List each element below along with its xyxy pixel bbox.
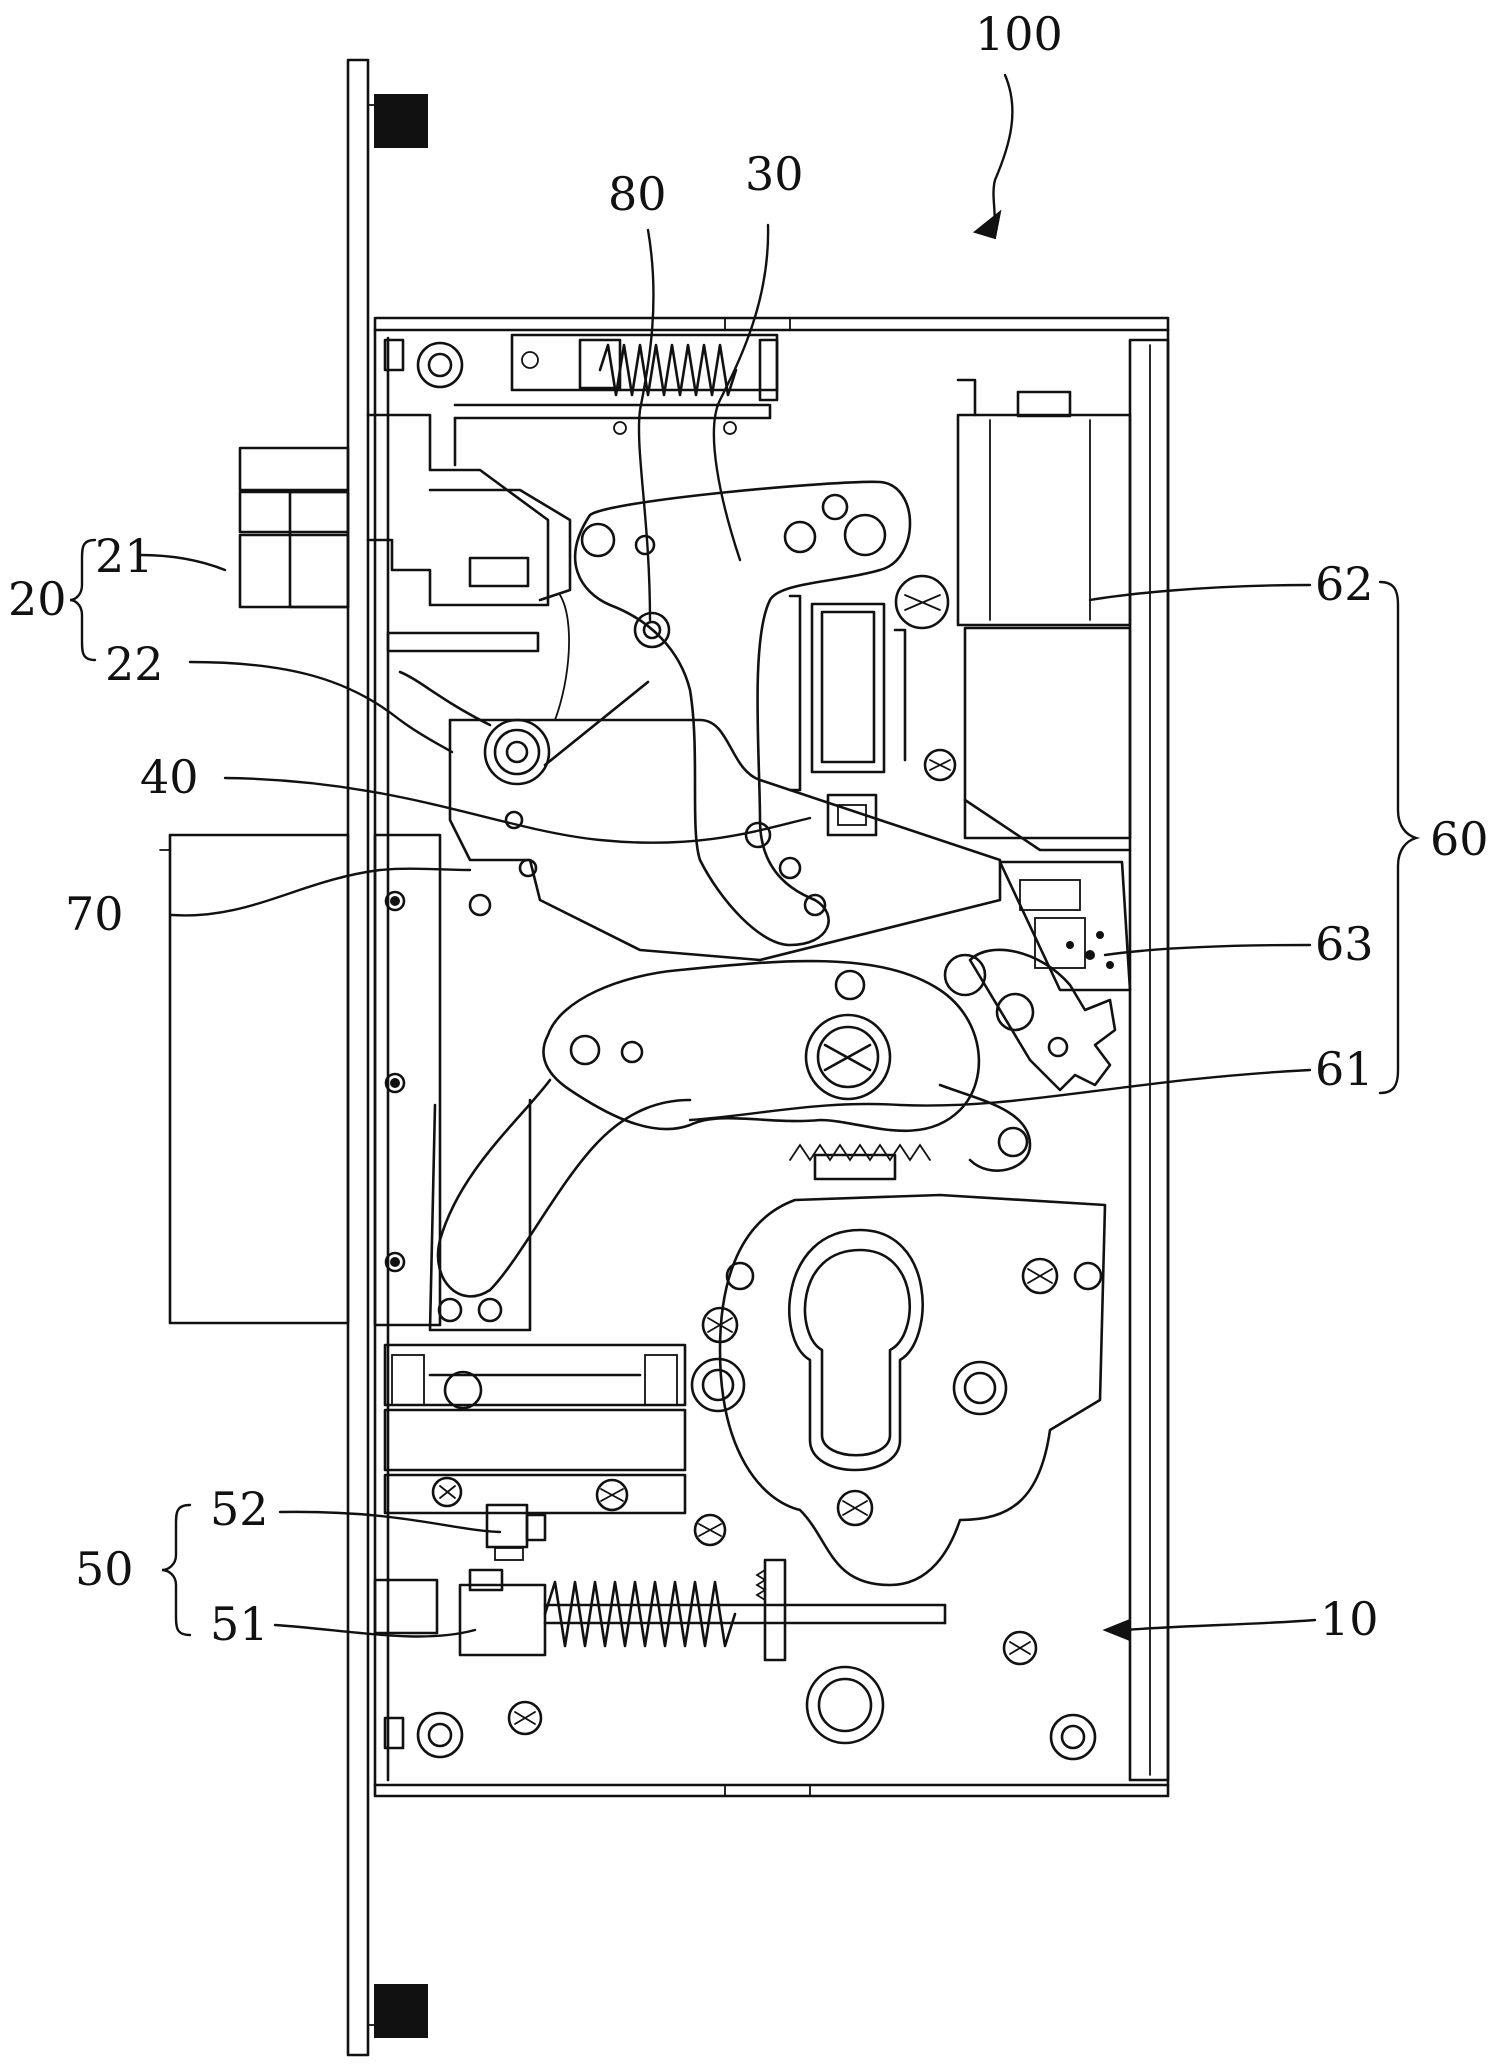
brace-50 <box>162 1505 190 1635</box>
label-70: 70 <box>65 887 124 941</box>
plate-70 <box>450 720 1000 960</box>
label-30: 30 <box>745 147 804 201</box>
microswitch-52 <box>433 1478 545 1560</box>
case-screw-icon <box>509 1702 541 1734</box>
solenoid <box>790 596 905 790</box>
label-80: 80 <box>608 167 667 221</box>
label-40: 40 <box>140 750 199 804</box>
label-21: 21 <box>95 529 154 583</box>
slide-block <box>385 1345 685 1513</box>
label-10: 10 <box>1320 1592 1379 1646</box>
label-61: 61 <box>1315 1042 1374 1096</box>
label-63: 63 <box>1315 917 1374 971</box>
cylinder-plate <box>692 1195 1105 1585</box>
coil-spring-icon <box>545 1560 785 1660</box>
label-62: 62 <box>1315 557 1374 611</box>
motor-62 <box>958 380 1130 850</box>
brace-60 <box>1380 582 1416 1093</box>
gear-icon <box>945 950 1115 1090</box>
lock-case <box>375 318 1168 1796</box>
label-50: 50 <box>75 1542 134 1596</box>
lever-arm <box>430 1080 690 1330</box>
spindle-screw-icon <box>806 1015 890 1099</box>
label-100: 100 <box>975 7 1063 61</box>
screw-icon <box>838 1491 872 1525</box>
screw-icon <box>925 750 955 780</box>
screw-icon <box>896 576 948 628</box>
spring-bracket <box>455 335 777 465</box>
screw-icon <box>1023 1259 1057 1293</box>
label-20: 20 <box>8 572 67 626</box>
leader-lines <box>140 75 1315 1640</box>
lever-30 <box>575 482 910 945</box>
screw-icon <box>597 1480 627 1510</box>
brace-20 <box>70 540 95 660</box>
label-22: 22 <box>105 637 164 691</box>
circuit-board-63 <box>1000 862 1130 990</box>
pinion-teeth <box>790 1145 930 1179</box>
label-51: 51 <box>210 1597 269 1651</box>
label-60: 60 <box>1430 812 1489 866</box>
case-screw-icon <box>1004 1632 1036 1664</box>
screw-icon <box>695 1515 725 1545</box>
torsion-spring-icon <box>400 672 648 784</box>
label-52: 52 <box>210 1482 269 1536</box>
